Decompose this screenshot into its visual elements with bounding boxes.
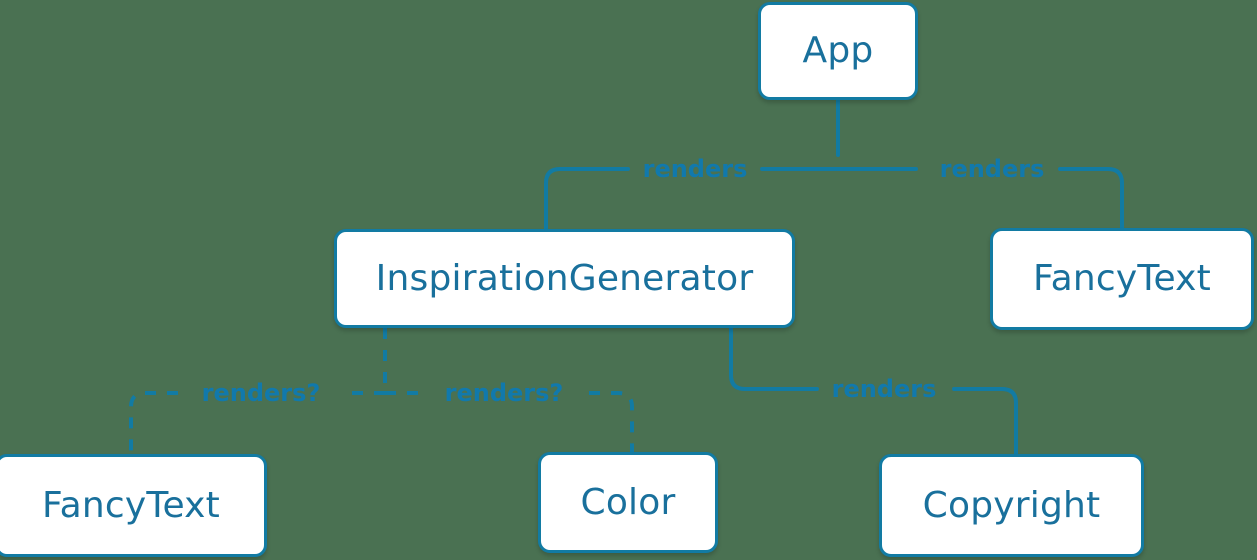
- edge-label-inspirationgenerator-to-copyright: renders: [831, 375, 937, 403]
- node-app[interactable]: App: [758, 2, 918, 100]
- node-label-color: Color: [580, 481, 676, 523]
- node-label-app: App: [802, 30, 874, 71]
- edge-label-inspirationgenerator-to-fancytext: renders?: [201, 379, 321, 407]
- node-copyright[interactable]: Copyright: [879, 454, 1144, 557]
- edge-label-app-to-fancytext: renders: [939, 155, 1045, 183]
- node-color[interactable]: Color: [538, 452, 718, 553]
- node-fancytext-top[interactable]: FancyText: [990, 228, 1254, 330]
- edge-label-app-to-inspirationgenerator: renders: [642, 155, 748, 183]
- node-label-inspirationgenerator: InspirationGenerator: [375, 257, 754, 299]
- node-label-fancytext-bottom: FancyText: [42, 484, 220, 526]
- node-label-fancytext-top: FancyText: [1033, 258, 1211, 299]
- node-fancytext-bottom[interactable]: FancyText: [0, 454, 267, 557]
- node-inspirationgenerator[interactable]: InspirationGenerator: [334, 229, 795, 328]
- edge-label-inspirationgenerator-to-color: renders?: [444, 379, 564, 407]
- node-label-copyright: Copyright: [922, 484, 1101, 526]
